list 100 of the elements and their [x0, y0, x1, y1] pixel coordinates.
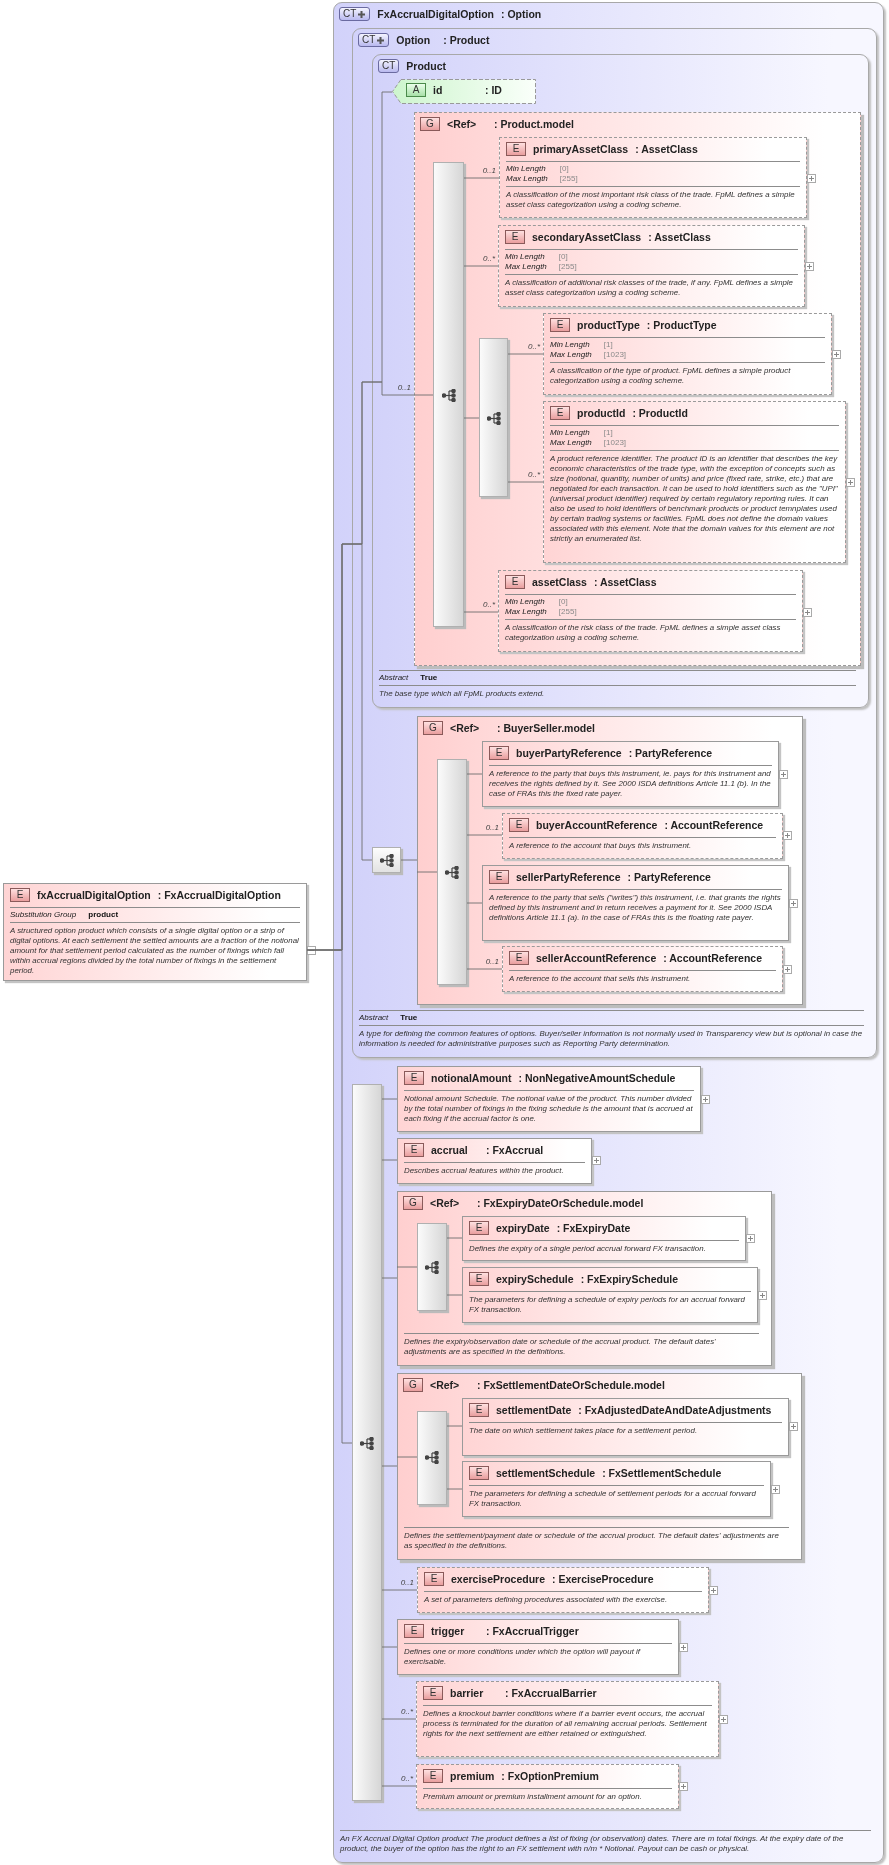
element-name: assetClass — [532, 575, 587, 589]
compositor-bar — [417, 1223, 447, 1311]
type-name: : FxAccrualDigitalOption — [157, 888, 281, 902]
type-badge: G — [423, 721, 443, 735]
type-name: : ProductType — [646, 318, 717, 332]
type-name: : ProductId — [632, 406, 688, 420]
element-name: buyerPartyReference — [516, 746, 622, 760]
connector-line — [381, 1785, 417, 1787]
type-badge: E — [423, 1769, 443, 1783]
type-name: : Option — [501, 7, 542, 21]
type-badge: E — [404, 1071, 424, 1085]
element-name: <Ref> — [430, 1378, 461, 1392]
type-badge: G — [403, 1196, 423, 1210]
element-name: settlementSchedule — [496, 1466, 596, 1480]
type-name: : ExerciseProcedure — [552, 1572, 654, 1586]
type-name: : FxAccrualTrigger — [486, 1624, 579, 1638]
element-name: primaryAssetClass — [533, 142, 629, 156]
element-name: expiryDate — [496, 1221, 550, 1235]
type-name: : PartyReference — [628, 746, 713, 760]
connector-line — [416, 871, 438, 873]
type-badge: A — [406, 83, 426, 97]
connector-line — [463, 417, 480, 419]
multiplicity-label: 0..* — [401, 1707, 413, 1717]
type-name: : PartyReference — [627, 870, 711, 884]
property-label: Min Length — [550, 340, 590, 350]
type-badge: E — [550, 318, 570, 332]
type-badge: E — [505, 230, 525, 244]
connector-line — [381, 1098, 398, 1100]
type-name: : FxExpirySchedule — [580, 1272, 679, 1286]
connector-line — [446, 1237, 463, 1239]
connector-line — [507, 353, 544, 355]
property-value: [255] — [558, 607, 577, 617]
element-name: exerciseProcedure — [451, 1572, 545, 1586]
multiplicity-label: 0..1 — [482, 166, 496, 176]
element-name: productType — [577, 318, 640, 332]
connector-line — [396, 1266, 418, 1268]
type-container — [333, 2, 884, 1863]
property-label: Min Length — [505, 597, 545, 607]
multiplicity-label: 0..* — [483, 254, 495, 264]
group-box — [417, 716, 803, 1005]
type-name: : Product — [443, 33, 490, 47]
type-badge: E — [489, 870, 509, 884]
type-badge: E — [509, 818, 529, 832]
multiplicity-label: 0..1 — [485, 957, 499, 967]
group-box — [397, 1373, 802, 1560]
type-name: : FxSettlementSchedule — [602, 1466, 722, 1480]
property-value: [0] — [558, 252, 568, 262]
multiplicity-label: 0..1 — [400, 1578, 414, 1588]
type-badge: E — [469, 1466, 489, 1480]
type-badge: G — [403, 1378, 423, 1392]
type-name: : FxExpiryDate — [556, 1221, 631, 1235]
property-value: [255] — [558, 262, 577, 272]
type-container — [352, 28, 877, 1058]
element-name: notionalAmount — [431, 1071, 512, 1085]
type-badge: E — [423, 1686, 443, 1700]
element-name: Product — [406, 59, 446, 73]
property-value: True — [400, 1013, 418, 1023]
type-name: : AssetClass — [635, 142, 698, 156]
connector-line — [446, 1425, 463, 1427]
property-label: Min Length — [550, 428, 590, 438]
multiplicity-label: 0..1 — [397, 383, 411, 393]
connector-line — [507, 481, 544, 483]
connector-line — [466, 968, 503, 970]
element-name: <Ref> — [447, 117, 478, 131]
type-badge: E — [509, 951, 529, 965]
connector-line — [446, 1294, 463, 1296]
type-badge: E — [424, 1572, 444, 1586]
connector-line — [381, 1589, 418, 1591]
type-name: : BuyerSeller.model — [497, 721, 596, 735]
property-value: [1] — [603, 340, 613, 350]
element-name: sellerAccountReference — [536, 951, 657, 965]
compositor-bar — [479, 338, 508, 497]
badge-label: CT — [343, 8, 357, 20]
type-name: : FxSettlementDateOrSchedule.model — [477, 1378, 665, 1392]
compositor-box — [372, 847, 401, 873]
badge-label: CT — [362, 34, 376, 46]
connector-line — [400, 859, 418, 861]
property-label: Max Length — [505, 607, 547, 617]
group-box — [397, 1191, 772, 1366]
connector-line — [306, 949, 353, 1444]
element-name: barrier — [450, 1686, 485, 1700]
element-name: expirySchedule — [496, 1272, 574, 1286]
connector-line — [446, 1488, 463, 1490]
property-value: product — [88, 910, 119, 920]
connector-line — [381, 1159, 398, 1161]
property-label: Max Length — [505, 262, 547, 272]
property-label: Max Length — [550, 350, 592, 360]
property-value: [1] — [603, 428, 613, 438]
element-name: settlementDate — [496, 1403, 572, 1417]
connector-line — [413, 394, 434, 396]
connector-line — [381, 1718, 417, 1720]
connector-line — [381, 1646, 398, 1648]
element-name: trigger — [431, 1624, 466, 1638]
property-value: [255] — [559, 174, 578, 184]
element-name: productId — [577, 406, 626, 420]
connector-line — [396, 1456, 418, 1458]
connector-line — [466, 902, 483, 904]
multiplicity-label: 0..* — [528, 470, 540, 480]
element-name: Option — [396, 33, 432, 47]
compositor-bar — [437, 759, 467, 985]
